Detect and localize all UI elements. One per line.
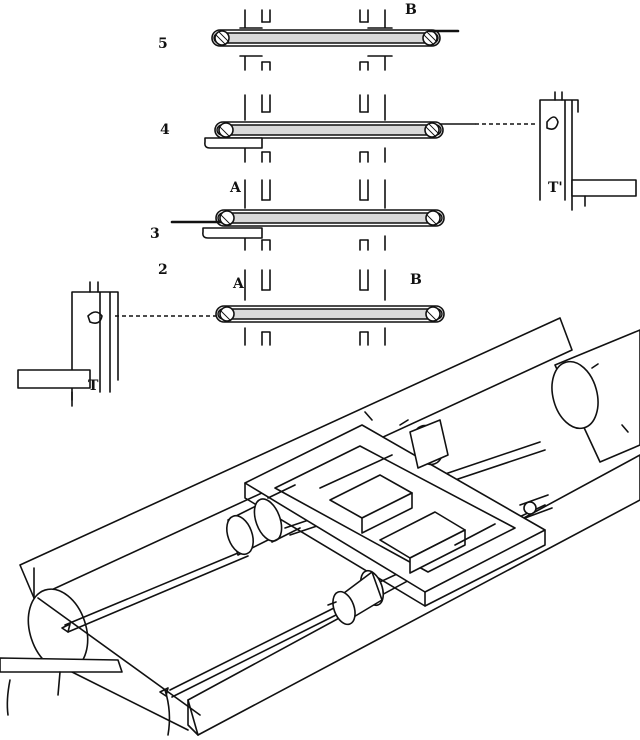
tensioner-right-label: T': [548, 180, 563, 196]
tensioner-left-label: T: [88, 378, 99, 394]
stage-5-belt: [211, 29, 460, 47]
spools: [226, 411, 553, 626]
spool-left: [226, 484, 301, 556]
stage-2-right-letter: B: [410, 272, 422, 288]
stage-2-left-letter: A: [232, 276, 245, 292]
spool-front: [327, 569, 385, 626]
perspective-machine: [0, 317, 640, 736]
left-end-roller: [27, 588, 201, 731]
tensioner-right: [539, 91, 637, 211]
stage-labels: 5 B 4 3 A 2 A B T' T: [88, 2, 563, 394]
spool-back: [364, 411, 449, 469]
stage-4-number: 4: [160, 122, 170, 138]
stage-2-number: 2: [158, 262, 168, 278]
stage-views: [17, 9, 637, 407]
stage-4-belt: [204, 121, 535, 149]
carriage-blocks: [319, 454, 496, 574]
takeoff-bar: [0, 657, 171, 736]
spool-right: [519, 494, 553, 519]
stage-3-belt: [170, 209, 445, 239]
stage-5-number: 5: [158, 36, 168, 52]
stage-5-right-letter: B: [405, 2, 417, 18]
stage-3-number: 3: [150, 226, 160, 242]
stage-2-belt: [115, 305, 445, 323]
stage-3-left-letter: A: [229, 180, 242, 196]
flange-right-column: [359, 9, 393, 346]
tensioner-left: [17, 281, 119, 407]
flange-left-column: [239, 9, 271, 346]
